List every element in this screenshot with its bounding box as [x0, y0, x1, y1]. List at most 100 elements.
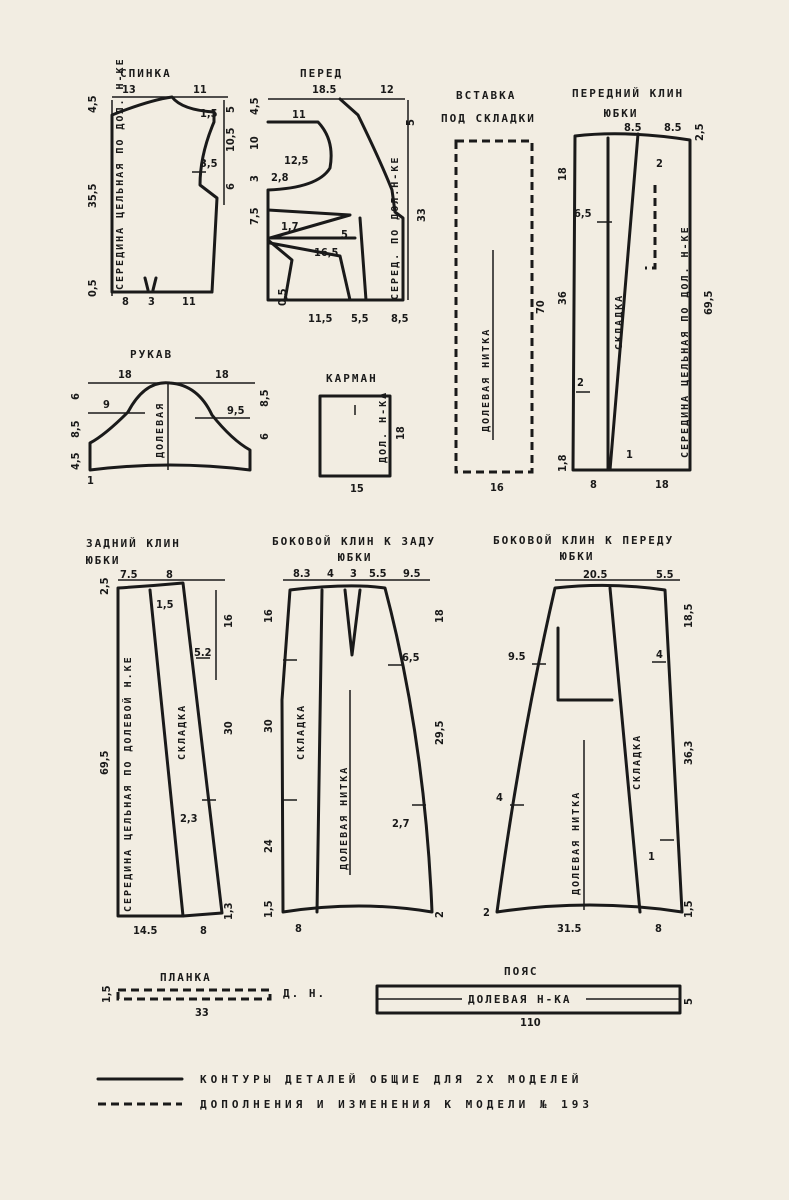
- back-dim: 6: [224, 183, 237, 190]
- side-gore-back-dim: 6,5: [402, 651, 420, 664]
- sleeve-dim: 6: [258, 433, 271, 440]
- sleeve-dim: 9,5: [227, 404, 245, 417]
- side-gore-front-dim: 2: [483, 906, 490, 919]
- front-grain-note: СЕРЕД. ПО ДОЛ.Н-КЕ: [390, 156, 401, 300]
- insert-dim: 70: [534, 300, 547, 314]
- side-gore-back-dim: 18: [433, 609, 446, 623]
- side-gore-front-dim: 4: [496, 791, 503, 804]
- back-gore-fold: СКЛАДКА: [177, 704, 188, 760]
- front-gore-dim: 8: [590, 478, 597, 491]
- front-dim: 10: [248, 136, 261, 150]
- back-gore-dim: 8: [200, 924, 207, 937]
- sleeve-dim: 18: [215, 368, 229, 381]
- front-dim: 16,5: [314, 246, 339, 259]
- side-gore-front-dim: 36,3: [682, 740, 695, 765]
- back-gore-dim: 1,3: [222, 902, 235, 920]
- insert-outline: [454, 139, 534, 474]
- front-dim: 3: [248, 175, 261, 182]
- side-gore-back-dim: 5.5: [369, 567, 387, 580]
- side-gore-front-dim: 1,5: [682, 900, 695, 918]
- placket-outline: [116, 988, 272, 1001]
- legend: КОНТУРЫ ДЕТАЛЕЙ ОБЩИЕ ДЛЯ 2Х МОДЕЛЕЙ ДОП…: [96, 1073, 589, 1111]
- front-dim: 7,5: [248, 207, 261, 225]
- side-gore-front-dim: 1: [648, 850, 655, 863]
- side-gore-back-dim: 4: [327, 567, 334, 580]
- back-gore-dim: 16: [222, 614, 235, 628]
- front-dim: 12: [380, 83, 394, 96]
- side-gore-back-dim: 8: [295, 922, 302, 935]
- placket-piece: ПЛАНКА 1,5 33 Д. Н.: [100, 971, 324, 1019]
- front-dim: 5,5: [351, 312, 369, 325]
- sleeve-title: РУКАВ: [130, 348, 173, 361]
- front-gore-title: ПЕРЕДНИЙ КЛИН: [572, 87, 684, 100]
- front-gore-dim: 8.5: [624, 121, 642, 134]
- front-dim: 8,5: [391, 312, 409, 325]
- back-gore-outline: [116, 581, 224, 918]
- side-gore-back-title: БОКОВОЙ КЛИН К ЗАДУ: [272, 535, 436, 548]
- front-dim: 11,5: [308, 312, 333, 325]
- front-dim: 5: [341, 228, 348, 241]
- side-gore-back-dim: 16: [262, 609, 275, 623]
- front-gore-dim: 18: [655, 478, 669, 491]
- back-gore-dim: 2,3: [180, 812, 198, 825]
- back-dim: 35,5: [86, 183, 99, 208]
- side-gore-back-dim: 1,5: [262, 900, 275, 918]
- back-dim: 10,5: [224, 127, 237, 152]
- insert-title: ВСТАВКА: [456, 89, 516, 102]
- insert-subtitle: ПОД СКЛАДКИ: [441, 112, 536, 125]
- back-gore-dim: 7.5: [120, 568, 138, 581]
- back-gore-dim: 69,5: [98, 750, 111, 775]
- pocket-dim: 15: [350, 482, 364, 495]
- side-gore-front-fold: СКЛАДКА: [632, 734, 643, 790]
- waistband-dim: 5: [682, 998, 695, 1005]
- insert-grain-note: ДОЛЕВАЯ НИТКА: [481, 328, 492, 432]
- back-gore-dim: 30: [222, 721, 235, 735]
- front-gore-subtitle: ЮБКИ: [604, 107, 639, 120]
- sleeve-outline: [88, 381, 252, 472]
- front-gore-dim: 36: [556, 291, 569, 305]
- front-gore-dim: 6,5: [574, 207, 592, 220]
- side-gore-back-grain-note: ДОЛЕВАЯ НИТКА: [339, 766, 350, 870]
- back-dim: 8: [122, 295, 129, 308]
- pocket-piece: КАРМАН 18 15 ДОЛ. Н-КА: [318, 372, 407, 495]
- back-gore-title: ЗАДНИЙ КЛИН: [86, 537, 181, 550]
- side-gore-back-piece: БОКОВОЙ КЛИН К ЗАДУ ЮБКИ 8.3 4 3 5.5 9.5…: [262, 535, 446, 935]
- back-gore-piece: ЗАДНИЙ КЛИН ЮБКИ 7.5 8 2,5 1,5 16 5.2 30…: [86, 537, 235, 937]
- pocket-grain-note: ДОЛ. Н-КА: [378, 391, 389, 463]
- front-gore-piece: ПЕРЕДНИЙ КЛИН ЮБКИ 8.5 8.5 2,5 2 18 6,5 …: [556, 87, 715, 491]
- insert-piece: ВСТАВКА ПОД СКЛАДКИ 70 16 ДОЛЕВАЯ НИТКА: [441, 89, 547, 494]
- front-gore-dim: 8.5: [664, 121, 682, 134]
- back-gore-dim: 1,5: [156, 598, 174, 611]
- sleeve-dim: 9: [103, 398, 110, 411]
- back-gore-grain-note: СЕРЕДИНА ЦЕЛЬНАЯ ПО ДОЛЕВОЙ Н.КЕ: [121, 655, 134, 912]
- front-dim: 2,8: [271, 171, 289, 184]
- waistband-piece: ПОЯС 110 5 ДОЛЕВАЯ Н-КА: [375, 965, 695, 1029]
- side-gore-back-dim: 30: [262, 719, 275, 733]
- side-gore-front-dim: 18,5: [682, 603, 695, 628]
- side-gore-back-dim: 9.5: [403, 567, 421, 580]
- back-dim: 3,5: [200, 157, 218, 170]
- front-dim: 12,5: [284, 154, 309, 167]
- side-gore-front-dim: 20.5: [583, 568, 608, 581]
- back-dim: 3: [148, 295, 155, 308]
- front-dim: 18.5: [312, 83, 337, 96]
- front-gore-dim: 2: [656, 157, 663, 170]
- side-gore-back-outline: [280, 584, 434, 914]
- sleeve-piece: РУКАВ 18 18 6 8,5 9 9,5 8,5 6 4,5 1 ДОЛЕ…: [69, 348, 271, 487]
- side-gore-back-dim: 24: [262, 839, 275, 853]
- back-dim: 11: [193, 83, 207, 96]
- front-gore-dim: 1: [626, 448, 633, 461]
- side-gore-front-piece: БОКОВОЙ КЛИН К ПЕРЕДУ ЮБКИ 20.5 5.5 18,5…: [483, 534, 695, 935]
- front-dim: 5: [404, 119, 417, 126]
- front-dim: 11: [292, 108, 306, 121]
- side-gore-front-dim: 31.5: [557, 922, 582, 935]
- side-gore-front-subtitle: ЮБКИ: [560, 550, 595, 563]
- back-gore-subtitle: ЮБКИ: [86, 554, 121, 567]
- side-gore-back-dim: 3: [350, 567, 357, 580]
- back-title: СПИНКА: [120, 67, 172, 80]
- sleeve-dim: 1: [87, 474, 94, 487]
- waistband-title: ПОЯС: [504, 965, 539, 978]
- side-gore-back-dim: 2,7: [392, 817, 410, 830]
- side-gore-back-dim: 8.3: [293, 567, 311, 580]
- back-gore-dim: 5.2: [194, 646, 212, 659]
